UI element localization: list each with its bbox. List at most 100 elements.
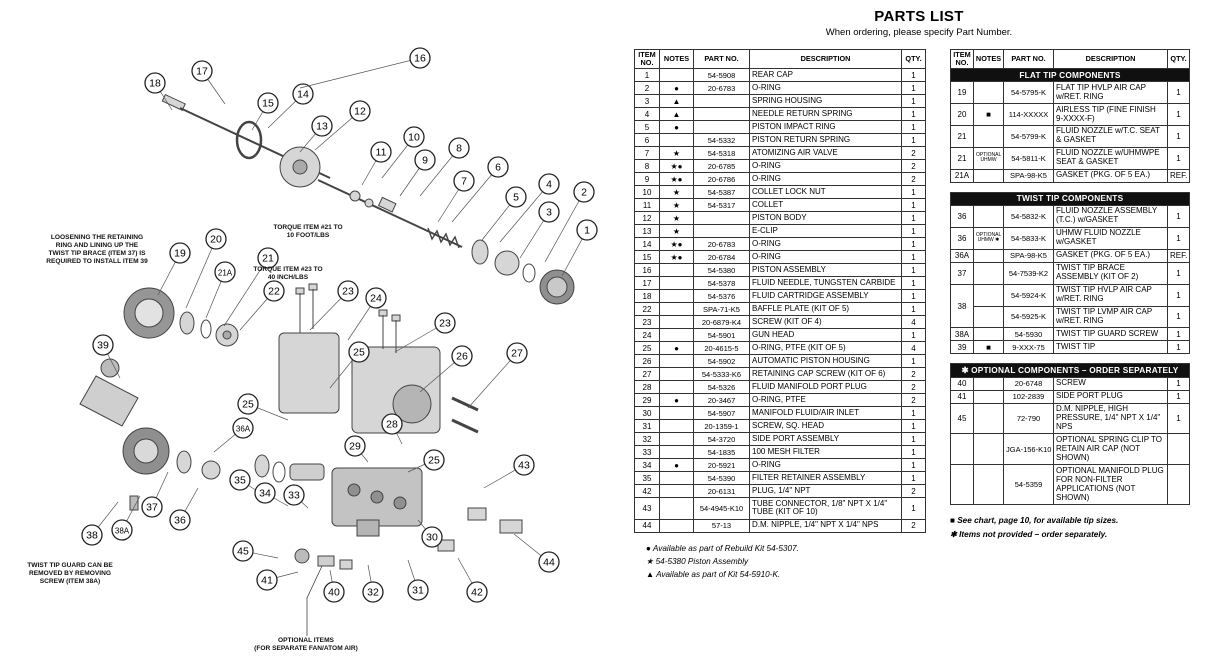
cell-item: 24 [634, 328, 660, 343]
cell-notes [659, 380, 694, 395]
cell-item: 25 [634, 341, 660, 356]
cell-item: 32 [634, 432, 660, 447]
cell-qty: 1 [901, 224, 926, 239]
cell-item: 15 [634, 250, 660, 265]
callout-16-10: 16 [409, 47, 431, 69]
svg-text:37: 37 [146, 502, 158, 514]
svg-text:32: 32 [367, 587, 379, 599]
cell-qty: 1 [901, 94, 926, 109]
callout-21A-20: 21A [214, 261, 236, 283]
cell-part: 114-XXXXX [1003, 103, 1054, 126]
cell-notes: OPTIONAL UHMW [973, 146, 1004, 170]
callout-leader-line [299, 57, 421, 89]
svg-text:8: 8 [456, 143, 462, 155]
cell-description: D.M. NIPPLE, 1/4" NPT X 1/4" NPS [749, 518, 902, 533]
cell-notes [973, 376, 1004, 391]
callout-39-29: 39 [92, 334, 114, 356]
cell-part: 20-6131 [693, 484, 750, 499]
cell-description: O-RING [749, 81, 902, 96]
cell-part: 20-6783 [693, 237, 750, 252]
cell-description: MANIFOLD FLUID/AIR INLET [749, 406, 902, 421]
callout-18-0: 18 [144, 72, 166, 94]
cell-notes: ★ [659, 146, 694, 161]
cell-qty: 1 [1166, 204, 1191, 228]
cell-qty: 2 [901, 172, 926, 187]
svg-text:17: 17 [196, 66, 208, 78]
cell-qty: 1 [1166, 283, 1191, 307]
cell-part: SPA-98-K5 [1003, 168, 1054, 183]
svg-text:27: 27 [511, 348, 523, 360]
svg-text:30: 30 [426, 532, 438, 544]
cell-description: D.M. NIPPLE, HIGH PRESSURE, 1/4" NPT X 1… [1053, 402, 1168, 435]
cell-description: GASKET (PKG. OF 5 EA.) [1053, 168, 1168, 183]
cell-description: SCREW, SQ. HEAD [749, 419, 902, 434]
cell-qty: 4 [901, 341, 926, 356]
footnote: ▲ Available as part of Kit 54-5910-K. [646, 570, 781, 580]
cell-qty: 1 [901, 185, 926, 200]
cell-notes [973, 305, 1004, 329]
svg-text:20: 20 [210, 234, 222, 246]
cell-notes: ★ [659, 224, 694, 239]
cell-part: 54-5930 [1003, 327, 1054, 342]
cell-description: FLUID MANIFOLD PORT PLUG [749, 380, 902, 395]
cell-description: SIDE PORT PLUG [1053, 389, 1168, 404]
cell-description: COLLET LOCK NUT [749, 185, 902, 200]
cell-description: TWIST TIP HVLP AIR CAP w/RET. RING [1053, 283, 1168, 307]
cell-qty: 1 [901, 497, 926, 520]
cell-notes [973, 261, 1004, 285]
cell-part: SPA-98-K5 [1003, 248, 1054, 263]
cell-notes [659, 406, 694, 421]
cell-part: 54-3720 [693, 432, 750, 447]
parts-list-panel: PARTS LIST When ordering, please specify… [634, 8, 1204, 581]
cell-item: 1 [634, 68, 660, 83]
cell-description: GUN HEAD [749, 328, 902, 343]
cell-notes [659, 289, 694, 304]
cell-qty: 1 [1167, 124, 1190, 148]
cell-qty: 1 [1166, 226, 1191, 250]
cell-item: 2 [634, 81, 660, 96]
svg-text:38: 38 [86, 530, 98, 542]
callout-27-28: 27 [506, 342, 528, 364]
cell-part: 54-5390 [693, 471, 750, 486]
cell-description: NEEDLE RETURN SPRING [749, 107, 902, 122]
cell-notes: ★ [659, 198, 694, 213]
cell-item: 42 [634, 484, 660, 499]
cell-notes [659, 471, 694, 486]
cell-part: 54-5925-K [1003, 305, 1054, 329]
svg-text:12: 12 [354, 106, 366, 118]
cell-notes [973, 433, 1004, 466]
cell-description: O-RING [749, 237, 902, 252]
cell-part: 54-5332 [693, 133, 750, 148]
callout-leader-line [185, 238, 217, 309]
cell-part: 54-5832-K [1003, 204, 1054, 228]
callout-25-34: 25 [423, 449, 445, 471]
cell-qty: 1 [1167, 103, 1190, 126]
svg-text:19: 19 [174, 248, 186, 260]
cell-part: 20-6783 [693, 81, 750, 96]
cell-item [950, 464, 974, 506]
cell-notes: ▲ [659, 94, 694, 109]
callout-43-42: 43 [513, 454, 535, 476]
callout-leader-line [223, 257, 269, 327]
cell-notes [659, 276, 694, 291]
cell-part: 54-5833-K [1003, 226, 1054, 250]
cell-description: FLUID CARTRIDGE ASSEMBLY [749, 289, 902, 304]
callout-29-33: 29 [344, 435, 366, 457]
svg-text:14: 14 [297, 89, 309, 101]
cell-notes [659, 367, 694, 382]
callout-12-5: 12 [349, 100, 371, 122]
cell-item: 33 [634, 445, 660, 460]
cell-part: 20-1359-1 [693, 419, 750, 434]
